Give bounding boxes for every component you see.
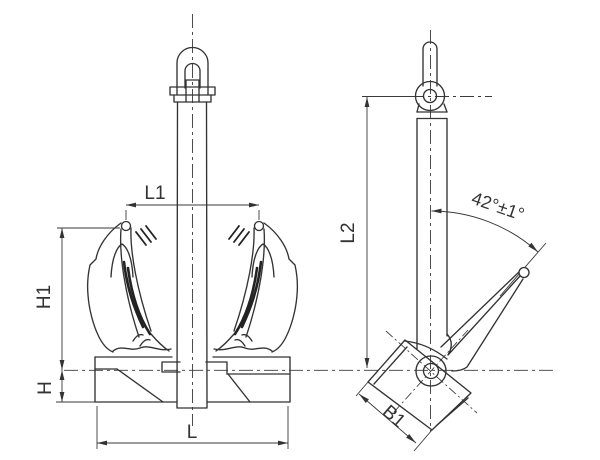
dimension-h1: H1 [34,227,120,370]
dimension-h: H [35,370,96,403]
anchor-shackle-front [169,46,216,103]
anchor-arm-left [86,220,172,353]
dimension-b1: B1 [355,381,433,452]
fluke-tip-ball-left [120,220,132,232]
fluke-tip-ball-side [518,266,530,279]
front-view: L1 H1 H L [34,46,299,449]
dim-label-h: H [35,381,56,395]
dim-label-b1: B1 [378,401,409,432]
anchor-shank-front [176,101,208,409]
anchor-fluke-side [440,242,547,372]
anchor-arm-right [212,220,299,354]
dimension-l: L [96,406,289,449]
dim-label-h1: H1 [34,285,55,309]
centerlines [64,14,556,432]
anchor-crown-front [94,356,291,403]
side-view: L2 B1 42°±1° [338,41,547,452]
anchor-shank-side [416,117,448,350]
dimension-l1: L1 [125,183,260,220]
dimension-l2: L2 [338,96,412,368]
dim-label-l2: L2 [338,222,359,243]
anchor-shackle-side [414,41,448,120]
dim-label-l1: L1 [144,183,165,204]
angle-label: 42°±1° [469,188,527,225]
dim-label-l: L [187,422,198,443]
anchor-crown-side [367,329,478,431]
